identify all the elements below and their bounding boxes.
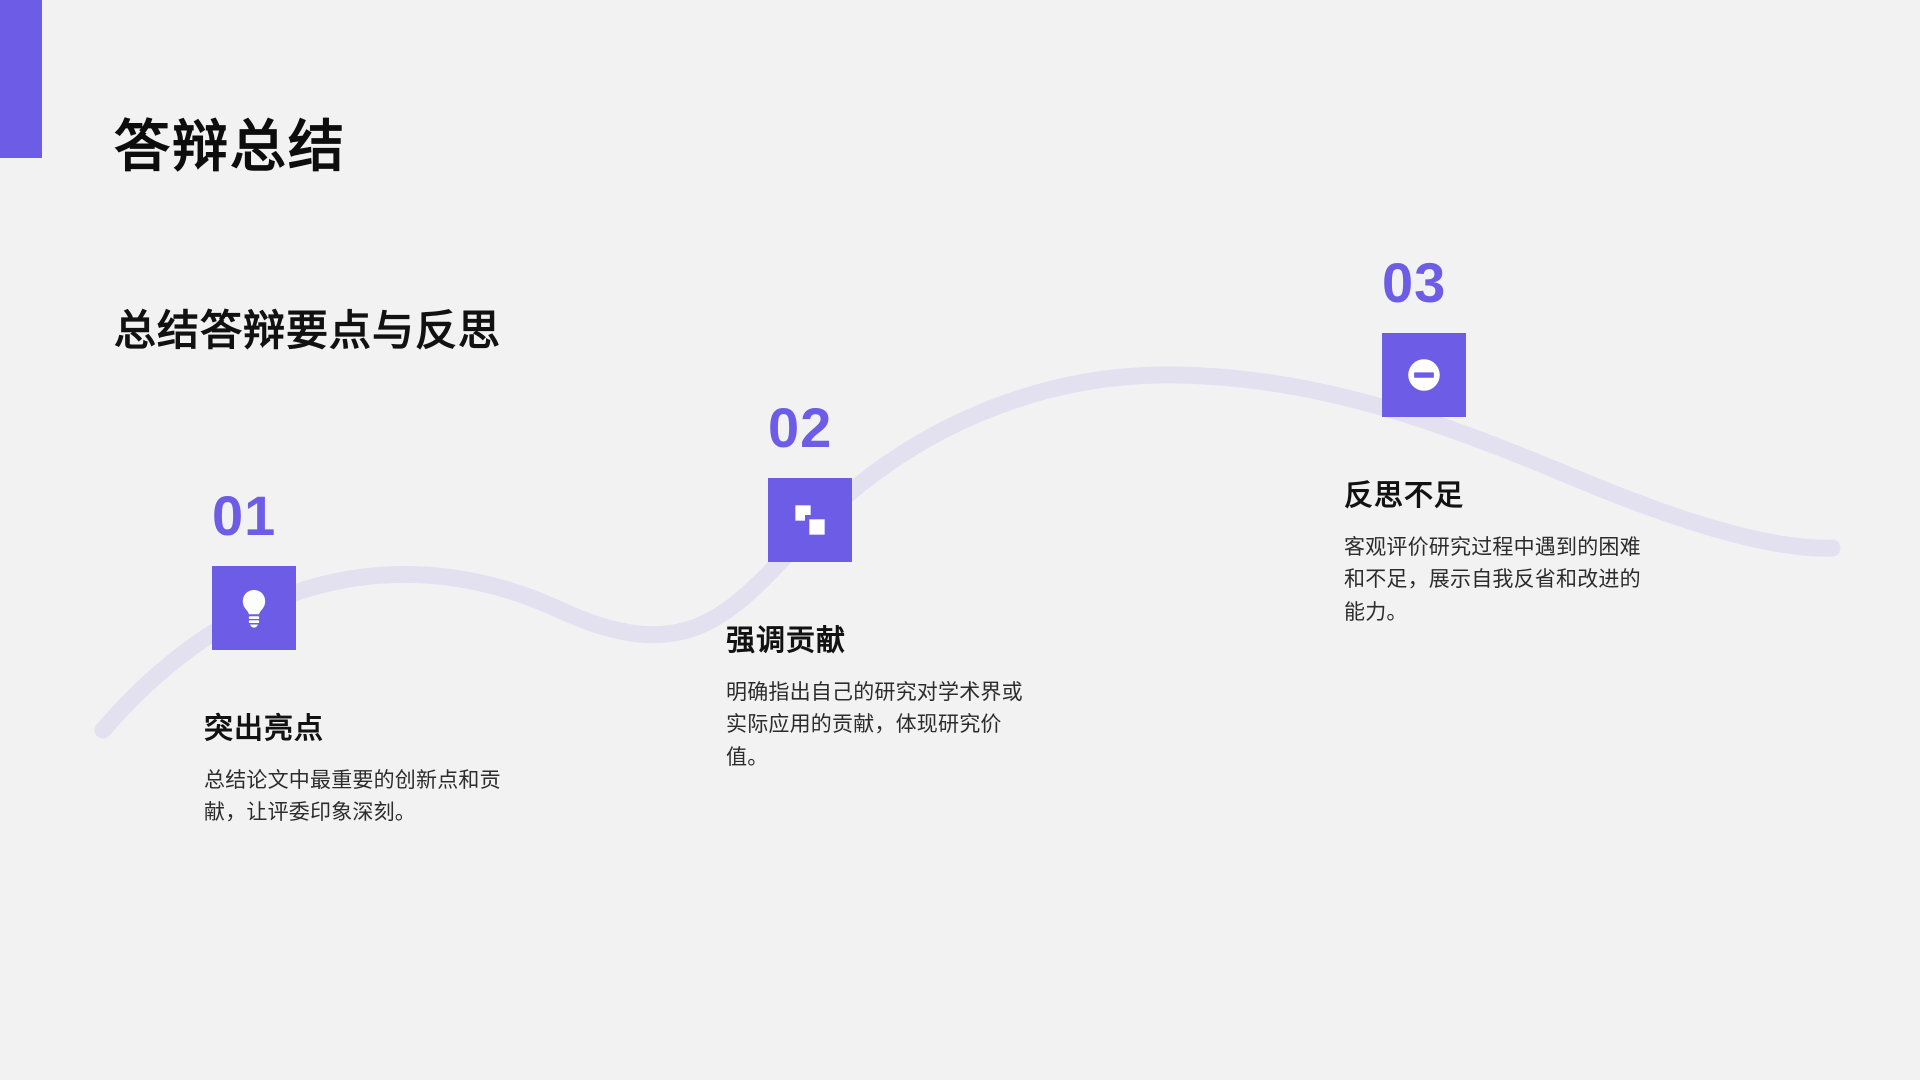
milestone-item-03[interactable]: 03 反思不足 客观评价研究过程中遇到的困难和不足，展示自我反省和改进的能力。 [1344, 251, 1644, 629]
milestone-item-01[interactable]: 01 突出亮点 总结论文中最重要的创新点和贡献，让评委印象深刻。 [204, 484, 524, 830]
milestone-heading: 强调贡献 [726, 625, 847, 657]
milestone-item-02[interactable]: 02 强调贡献 明确指出自己的研究对学术界或实际应用的贡献，体现研究价值。 [726, 396, 1026, 774]
circle-minus-icon [1382, 333, 1466, 417]
milestone-heading: 反思不足 [1344, 480, 1465, 512]
accent-bar [0, 0, 42, 158]
milestone-body: 总结论文中最重要的创新点和贡献，让评委印象深刻。 [204, 768, 501, 825]
overlapping-squares-icon [768, 478, 852, 562]
milestone-icon-wrapper [768, 478, 1026, 562]
milestone-number: 02 [768, 396, 833, 459]
milestone-text: 强调贡献 明确指出自己的研究对学术界或实际应用的贡献，体现研究价值。 [726, 624, 1026, 774]
milestone-icon-wrapper [1382, 333, 1644, 417]
page-title: 答辩总结 [114, 114, 346, 178]
lightbulb-icon [212, 566, 296, 650]
milestone-body: 客观评价研究过程中遇到的困难和不足，展示自我反省和改进的能力。 [1344, 535, 1641, 624]
milestone-icon-wrapper [212, 566, 524, 650]
milestone-number: 01 [212, 484, 277, 547]
page-subtitle: 总结答辩要点与反思 [114, 306, 502, 354]
milestone-number: 03 [1382, 251, 1447, 314]
milestone-text: 突出亮点 总结论文中最重要的创新点和贡献，让评委印象深刻。 [204, 712, 524, 830]
milestone-text: 反思不足 客观评价研究过程中遇到的困难和不足，展示自我反省和改进的能力。 [1344, 479, 1644, 629]
milestone-body: 明确指出自己的研究对学术界或实际应用的贡献，体现研究价值。 [726, 680, 1023, 769]
milestone-heading: 突出亮点 [204, 713, 325, 745]
